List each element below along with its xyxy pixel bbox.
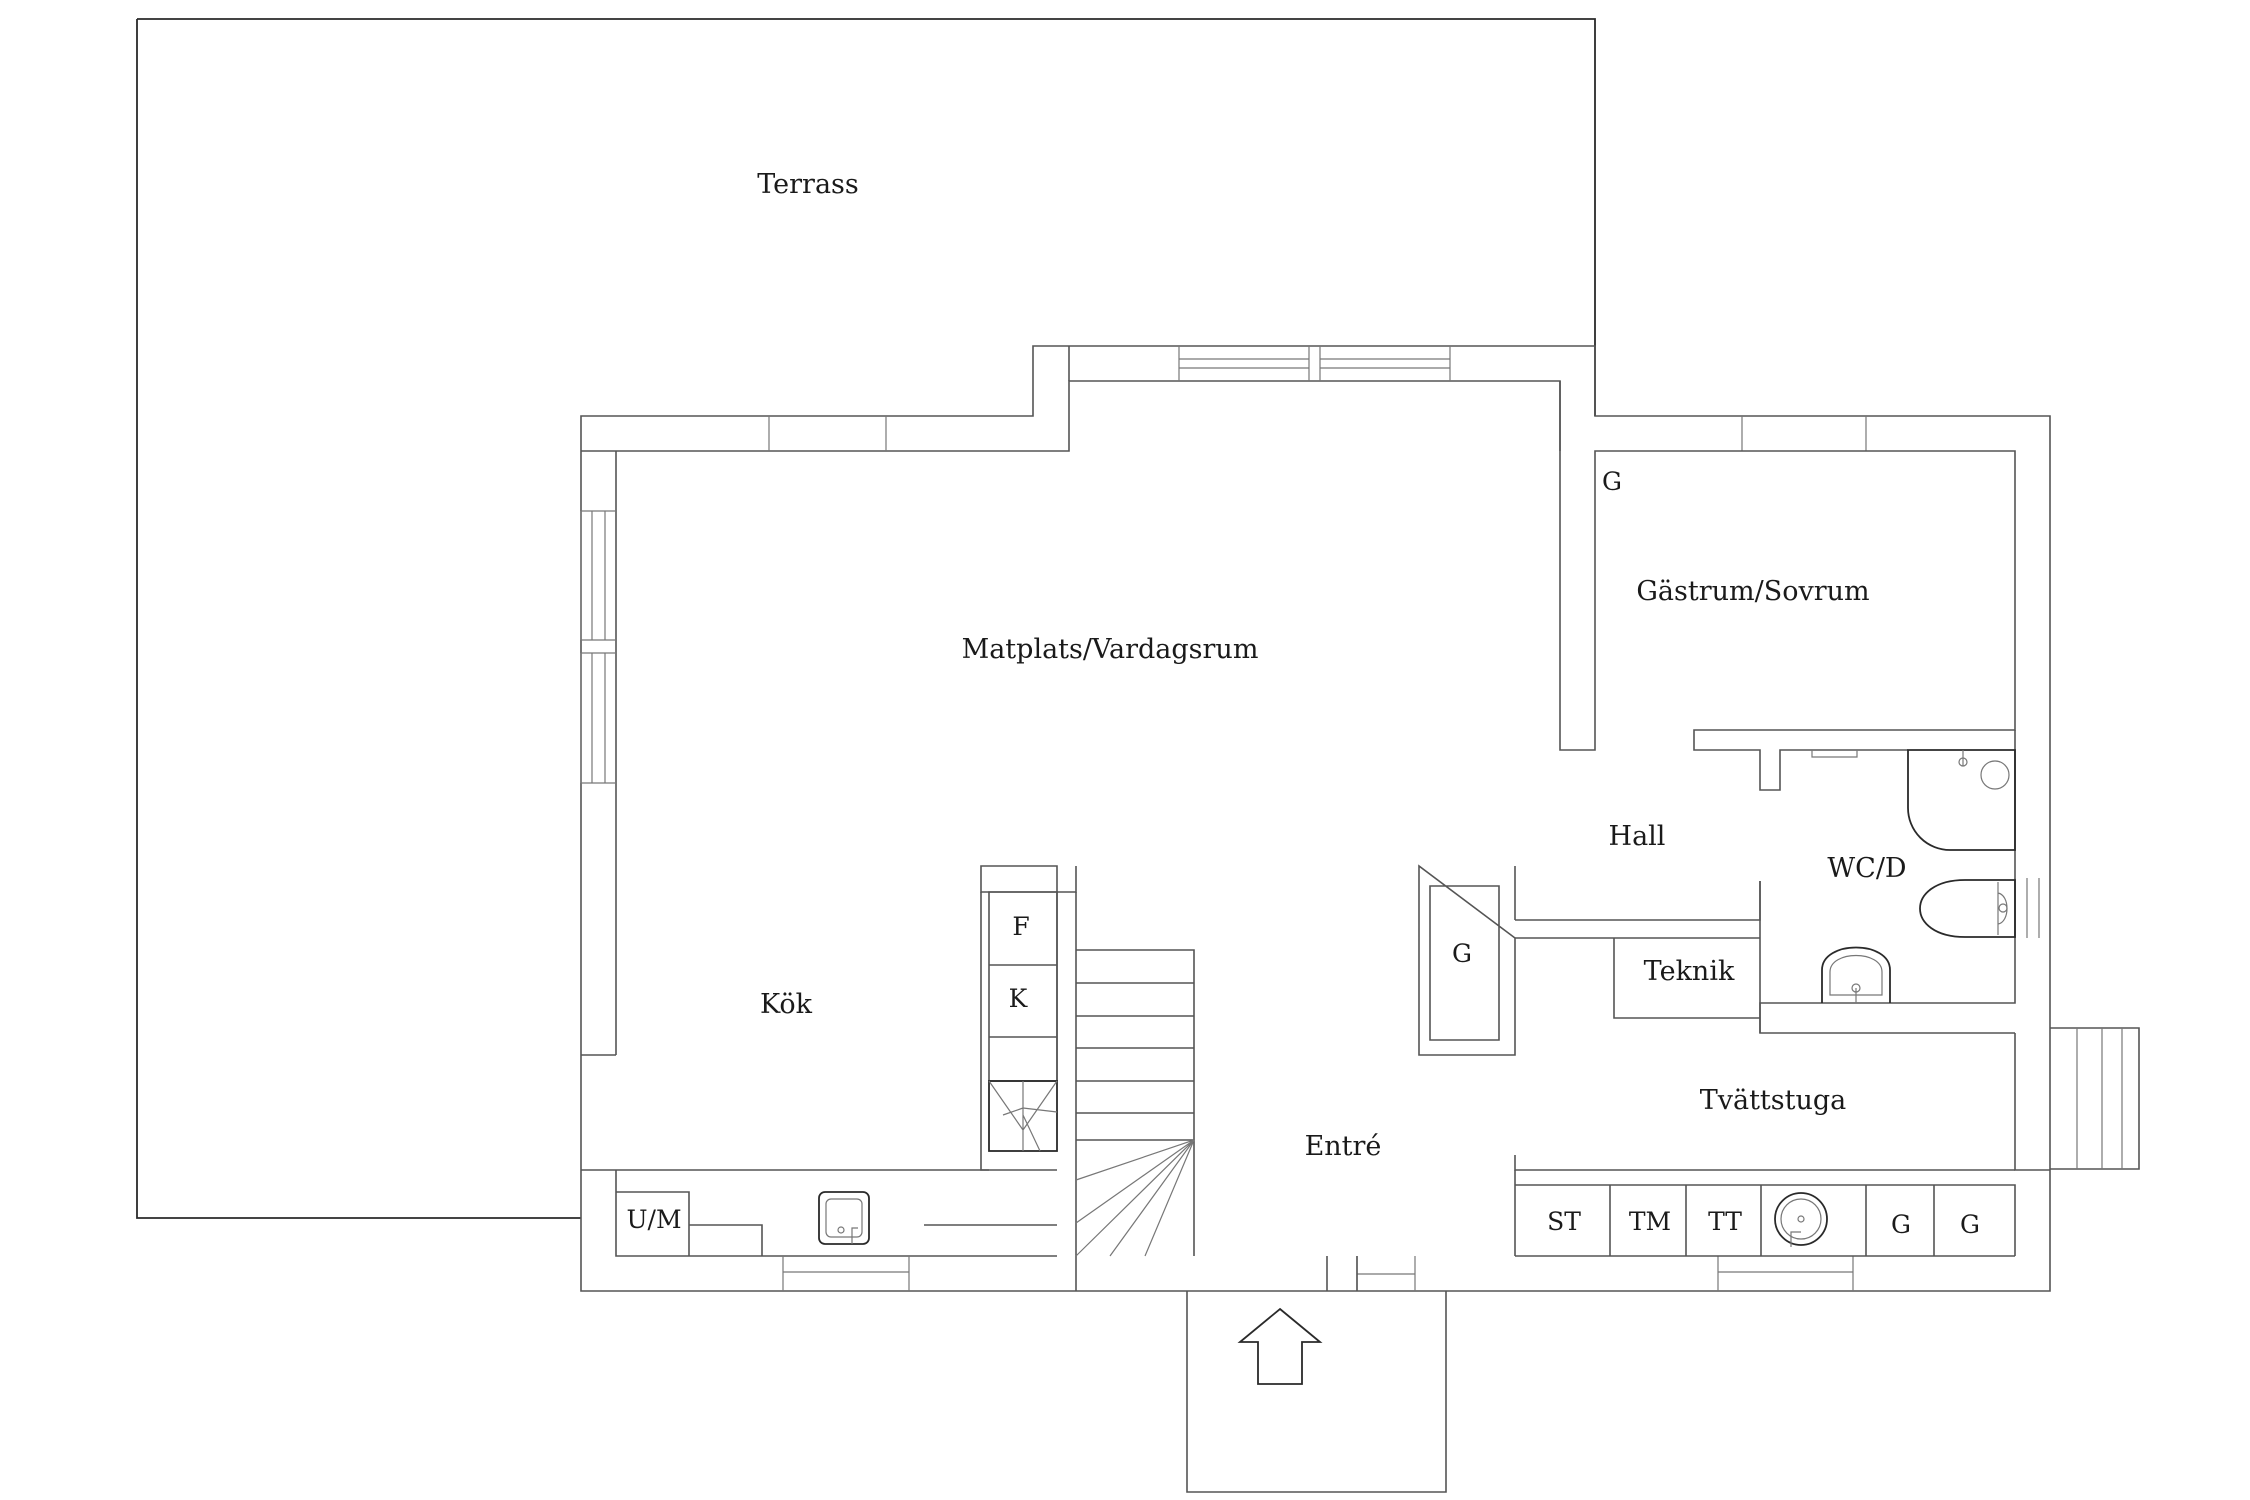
laundry-label: Tvättstuga <box>1700 1085 1847 1116</box>
dining-living-label: Matplats/Vardagsrum <box>962 634 1259 665</box>
laundry-wardrobe-1-label: G <box>1891 1210 1911 1239</box>
wc-fixtures <box>1811 749 2016 1003</box>
hall-label: Hall <box>1609 821 1666 852</box>
entrance-label: Entré <box>1305 1131 1382 1162</box>
freezer-label: K <box>1009 984 1029 1013</box>
sink-icon <box>818 1191 870 1245</box>
laundry-sink-icon <box>1774 1192 1828 1246</box>
terrace-label: Terrass <box>757 169 859 200</box>
wc-label: WC/D <box>1827 853 1906 884</box>
laundry-wardrobe-2-label: G <box>1960 1210 1980 1239</box>
dryer-cabinet-label: ST <box>1547 1207 1581 1236</box>
washbasin-icon <box>1821 946 1891 1003</box>
entry-arrow-icon <box>1237 1307 1323 1385</box>
kitchen-label: Kök <box>760 989 813 1020</box>
technical-label: Teknik <box>1644 956 1735 987</box>
entrance-steps <box>1186 1291 1447 1493</box>
oven-microwave-label: U/M <box>626 1205 681 1234</box>
shower-icon <box>1907 749 2016 851</box>
kitchen-counter <box>616 1191 1057 1256</box>
side-steps <box>2050 1027 2140 1170</box>
stairs <box>1075 949 1195 1257</box>
stove <box>988 1080 1058 1152</box>
fridge-label: F <box>1012 912 1029 941</box>
toilet-icon <box>1919 879 2016 938</box>
windows <box>580 346 2040 1291</box>
interior-walls <box>1326 381 2050 1291</box>
guest-wardrobe-label: G <box>1602 467 1622 496</box>
laundry-counter <box>1515 1184 2016 1257</box>
hall-wardrobe-label: G <box>1452 939 1472 968</box>
washing-machine-label: TT <box>1708 1207 1742 1236</box>
guest-bedroom-label: Gästrum/Sovrum <box>1636 576 1869 607</box>
fridge-freezer-column <box>980 865 1077 1291</box>
tumble-dryer-label: TM <box>1629 1207 1671 1236</box>
terrace-outline <box>136 18 1596 1219</box>
